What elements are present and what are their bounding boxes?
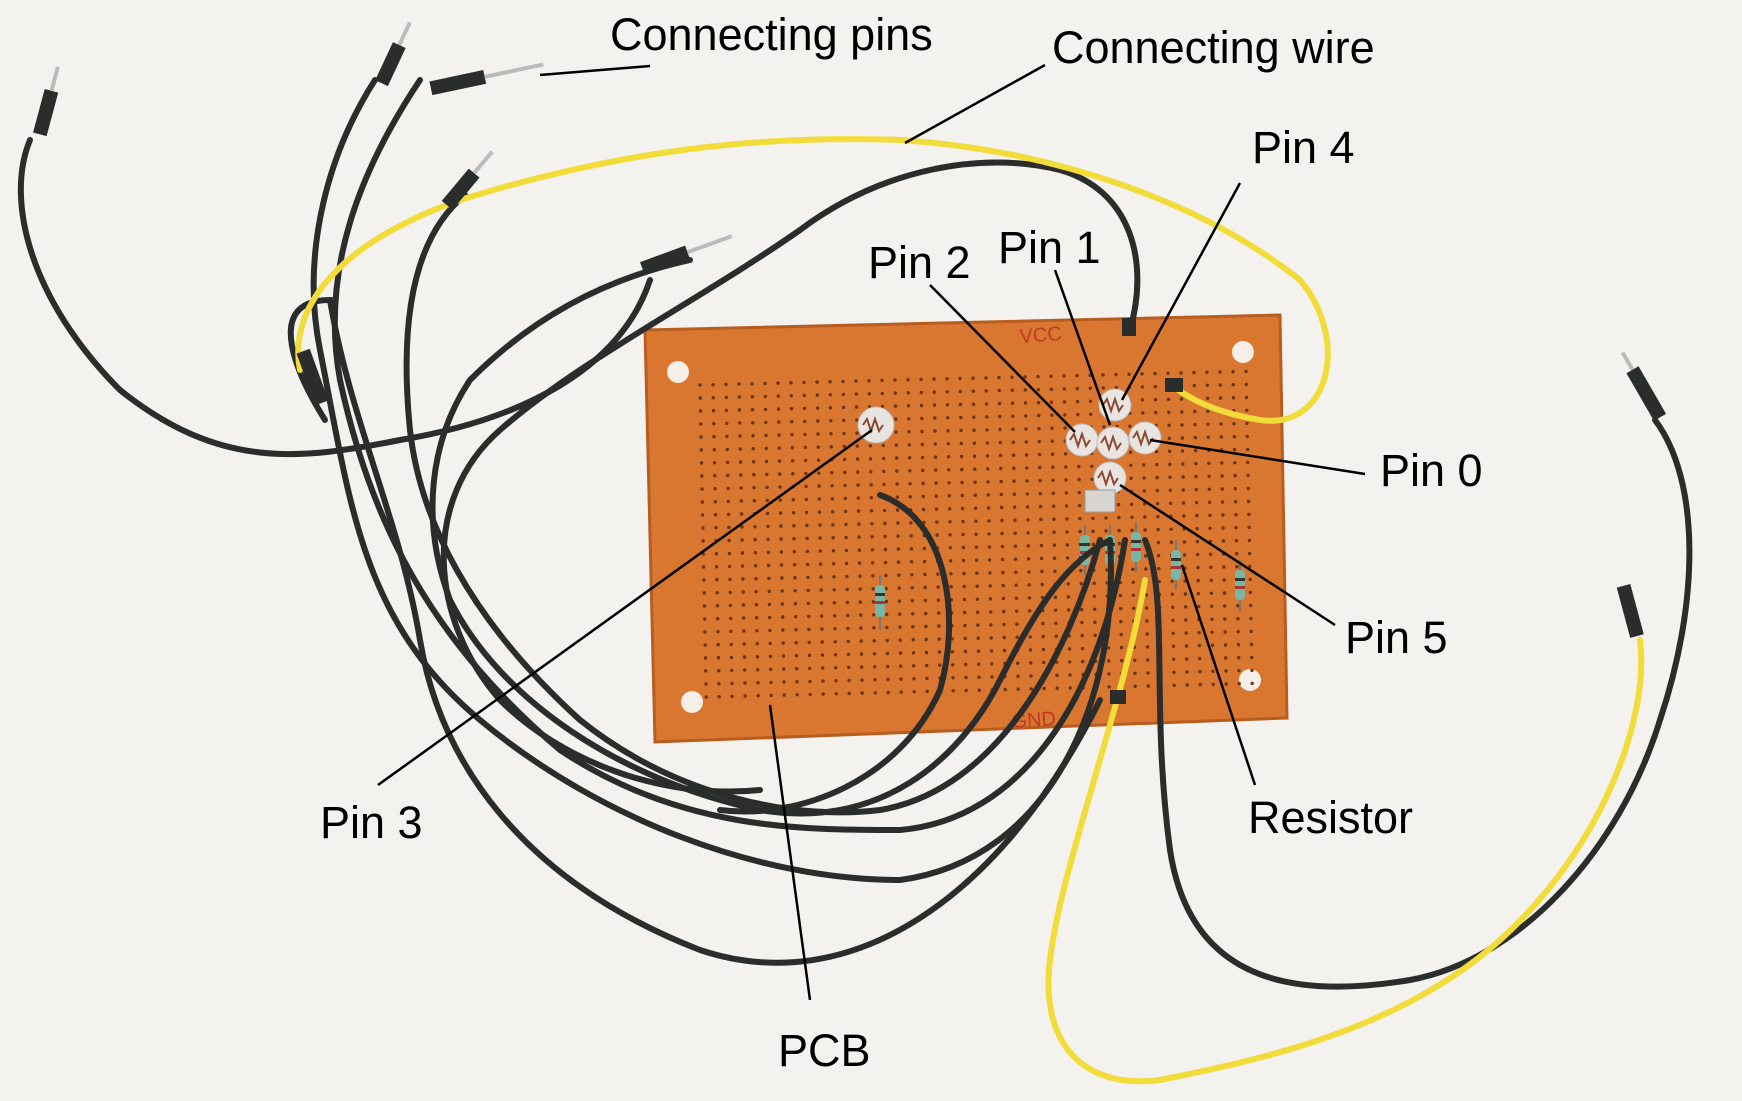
label-pin-0: Pin 0 — [1380, 445, 1483, 496]
pcb-mount-hole — [1239, 669, 1261, 691]
leader-pin-2 — [929, 284, 1076, 433]
jumper-pin-icon — [1616, 584, 1644, 638]
header-pin — [1122, 318, 1136, 336]
yellow-wire-connecting — [295, 136, 1331, 424]
resistor-icon — [875, 575, 885, 630]
pcb-mount-hole — [1232, 341, 1254, 363]
header-pin — [1110, 690, 1126, 704]
leader-connecting-pins — [539, 64, 651, 77]
label-pin-2: Pin 2 — [868, 237, 971, 288]
yellow-wires — [295, 136, 1645, 1085]
pcb-mount-hole — [667, 361, 689, 383]
leader-pin-4 — [1120, 182, 1242, 401]
pcb-board: VCC GND — [643, 313, 1289, 744]
leader-resistor — [1180, 564, 1257, 786]
jumper-pin-icon — [296, 348, 329, 406]
leader-pcb — [768, 704, 812, 1001]
black-wire — [440, 159, 1141, 795]
leader-pin-3 — [377, 428, 873, 787]
sensor-header — [1084, 489, 1116, 513]
ldr-sensors — [857, 388, 1162, 513]
ldr-sensor-icon — [1093, 461, 1127, 495]
black-wire — [429, 257, 1113, 817]
leader-pin-5 — [1119, 483, 1336, 627]
vcc-marking: VCC — [1019, 323, 1063, 348]
ldr-sensor-icon — [1128, 421, 1162, 455]
ldr-sensor-icon — [1096, 426, 1130, 460]
jumper-pins — [33, 21, 1667, 704]
leader-lines — [377, 63, 1366, 1001]
label-pin-5: Pin 5 — [1345, 612, 1448, 663]
black-wires — [17, 77, 1693, 990]
jumper-pin-icon — [33, 66, 60, 137]
jumper-pin-icon — [441, 150, 494, 210]
yellow-wire — [1045, 577, 1645, 1085]
resistor-icon — [1171, 540, 1181, 590]
label-pcb: PCB — [778, 1025, 871, 1076]
resistor-icon — [1131, 522, 1141, 572]
jumper-pin-icon — [429, 62, 544, 96]
label-pin-4: Pin 4 — [1252, 122, 1355, 173]
black-wire — [717, 492, 953, 815]
jumper-pin-icon — [640, 234, 733, 276]
jumper-pin-icon — [375, 21, 412, 87]
header-pin — [1165, 378, 1183, 392]
jumper-pin-icon — [1620, 351, 1667, 421]
black-wire — [331, 77, 1128, 834]
black-wire — [1142, 417, 1693, 990]
resistor-icon — [1235, 560, 1245, 612]
black-wire — [403, 192, 1103, 816]
label-connecting-pins: Connecting pins — [610, 9, 933, 60]
label-resistor: Resistor — [1248, 792, 1414, 843]
label-pin-3: Pin 3 — [320, 797, 423, 848]
leader-pin-1 — [1053, 269, 1112, 426]
leader-connecting-wire — [904, 63, 1046, 145]
label-connecting-wire: Connecting wire — [1052, 22, 1375, 73]
label-pin-1: Pin 1 — [998, 222, 1101, 273]
pcb-mount-hole — [681, 691, 703, 713]
black-wire — [310, 77, 1114, 884]
leader-pin-0 — [1149, 438, 1366, 476]
